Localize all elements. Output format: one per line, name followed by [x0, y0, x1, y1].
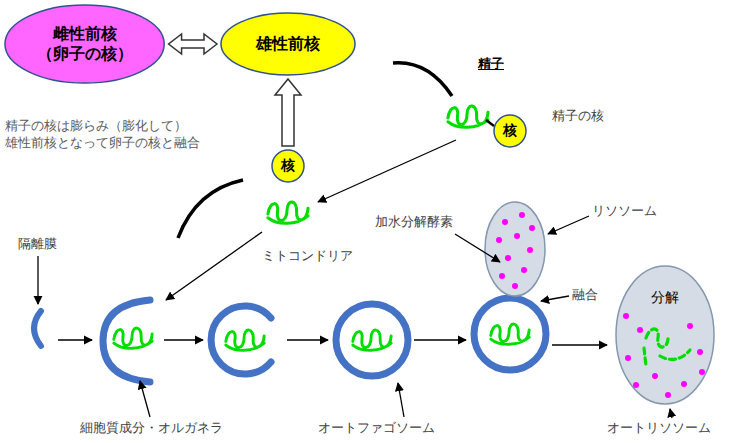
cytoplasm-label: 細胞質成分・オルガネラ: [80, 420, 223, 437]
lysosome: [485, 202, 545, 296]
male-pronucleus: 雄性前核: [220, 12, 356, 76]
membrane-arc: [103, 300, 150, 382]
fusion-label: 融合: [572, 287, 598, 304]
leader-arrow: [541, 296, 569, 301]
flow-arrow: [166, 232, 262, 300]
autophagosome-fusing: [474, 298, 546, 370]
autophagosome: [336, 304, 408, 376]
step-arrow: [58, 339, 92, 340]
leader-arrow: [670, 409, 672, 418]
hydrolase-label: 加水分解酵素: [375, 214, 453, 231]
step-arrow: [552, 344, 607, 345]
node-outline: [615, 265, 715, 405]
leader-arrow: [548, 216, 589, 234]
enzyme-dots: [623, 313, 705, 398]
step-arrow: [414, 339, 466, 340]
leader-arrow: [140, 381, 150, 417]
leader-arrow: [398, 383, 404, 417]
hollow-arrow: [169, 34, 217, 54]
nucleus-label: 精子の核: [552, 108, 604, 125]
hydrolase-dots: [496, 212, 535, 289]
leader-arrow: [455, 234, 500, 262]
autolysosome: 分解: [615, 265, 715, 405]
note: 精子の核は膨らみ（膨化して） 雄性前核となって卵子の核と融合: [5, 118, 210, 152]
autophagosome-label: オートファゴソーム: [318, 420, 435, 437]
node-text: 雄性前核: [256, 34, 320, 54]
female-pronucleus: 雌性前核 （卵子の核）: [4, 4, 165, 84]
hollow-arrow: [275, 79, 301, 146]
flow-arrow: [318, 140, 456, 202]
node-text: 核: [281, 157, 295, 175]
degraded-mitochondria: [644, 329, 690, 366]
mitochondria: [353, 330, 391, 350]
mitochondria-label: ミトコンドリア: [262, 248, 353, 265]
sperm-tail: [393, 63, 452, 96]
lysosome-label: リソソーム: [592, 203, 657, 220]
isolation-membrane-label: 隔離膜: [18, 236, 57, 253]
mitochondria: [226, 330, 264, 350]
separated-tail: [178, 180, 243, 238]
node-text: 雌性前核 （卵子の核）: [29, 24, 141, 64]
sperm-nucleus: 核: [493, 114, 527, 148]
isolation-membrane: [34, 311, 41, 346]
mitochondria: [491, 324, 529, 344]
released-nucleus: 核: [271, 149, 305, 183]
sperm-mitochondria: [448, 106, 488, 127]
leader-arrow: [37, 256, 38, 304]
step-arrow: [164, 339, 203, 340]
mitochondria: [268, 202, 308, 223]
autolysosome-label: オートリソソーム: [607, 420, 711, 437]
node-text: 分解: [651, 289, 679, 307]
node-text: 核: [503, 122, 517, 140]
sperm-label: 精子: [478, 56, 504, 73]
sperm-neck: [486, 120, 494, 126]
membrane-closing: [211, 306, 271, 374]
step-arrow: [287, 339, 328, 340]
mitochondria: [114, 328, 152, 348]
